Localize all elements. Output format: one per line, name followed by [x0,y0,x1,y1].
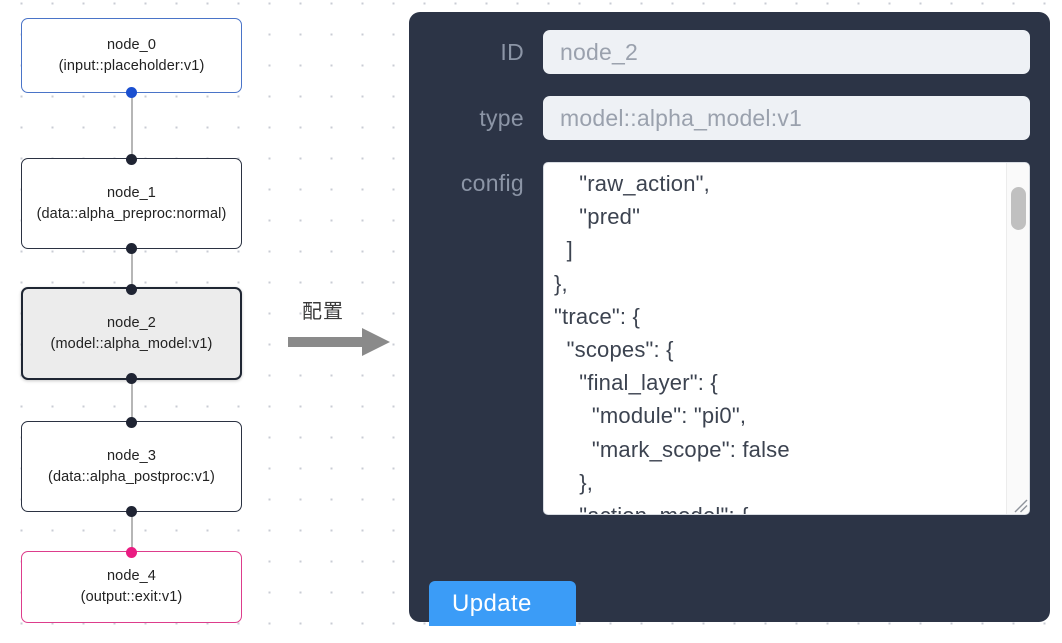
update-button[interactable]: Update [429,581,576,626]
graph-node-label: node_1 (data::alpha_preproc:normal) [36,184,227,222]
config-textarea[interactable]: "raw_action", "pred" ] }, "trace": { "sc… [543,162,1030,515]
config-field-label: config [460,170,524,196]
node-handle-top[interactable] [126,153,137,165]
node-handle-top[interactable] [126,416,137,428]
node-handle-bottom[interactable] [126,505,137,517]
graph-node-label: node_4 (output::exit:v1) [80,568,183,605]
edge-node0-node1 [130,90,133,164]
config-textarea-wrapper: "raw_action", "pred" ] }, "trace": { "sc… [543,162,1030,515]
id-field-label: ID [500,39,524,65]
graph-node-node_1[interactable]: node_1 (data::alpha_preproc:normal) [21,153,242,254]
edge-node2-node3 [130,377,133,426]
graph-node-node_0[interactable]: node_0 (input::placeholder:v1) [21,18,242,98]
config-scrollbar[interactable] [1006,163,1029,514]
graph-node-node_2[interactable]: node_2 (model::alpha_model:v1) [21,283,242,384]
node-handle-bottom[interactable] [126,242,137,254]
field-row-type: type [429,96,1030,140]
node-handle-top[interactable] [126,283,137,295]
graph-node-label: node_0 (input::placeholder:v1) [58,36,205,74]
edge-node1-node2 [130,246,133,292]
node-handle-bottom[interactable] [126,372,137,384]
right-arrow-icon [288,328,390,356]
id-input[interactable] [543,30,1030,74]
transition-annotation: 配置 [288,295,398,365]
graph-node-label: node_2 (model::alpha_model:v1) [50,314,213,352]
node-handle-bottom[interactable] [126,86,137,98]
type-input[interactable] [543,96,1030,140]
field-row-id: ID [429,30,1030,74]
graph-node-label: node_3 (data::alpha_postproc:v1) [48,447,215,485]
graph-node-node_3[interactable]: node_3 (data::alpha_postproc:v1) [21,416,242,517]
node-handle-top[interactable] [126,546,137,558]
edge-node3-node4 [130,509,133,555]
type-field-label: type [479,105,524,131]
config-scrollbar-thumb[interactable] [1011,187,1026,230]
graph-node-node_4[interactable]: node_4 (output::exit:v1) [21,546,242,623]
node-config-panel: ID type config "raw_action", "pred" ] },… [409,12,1050,622]
field-row-config: config "raw_action", "pred" ] }, "trace"… [429,162,1030,515]
resize-handle-icon[interactable] [1011,496,1028,513]
transition-caption: 配置 [302,301,344,323]
